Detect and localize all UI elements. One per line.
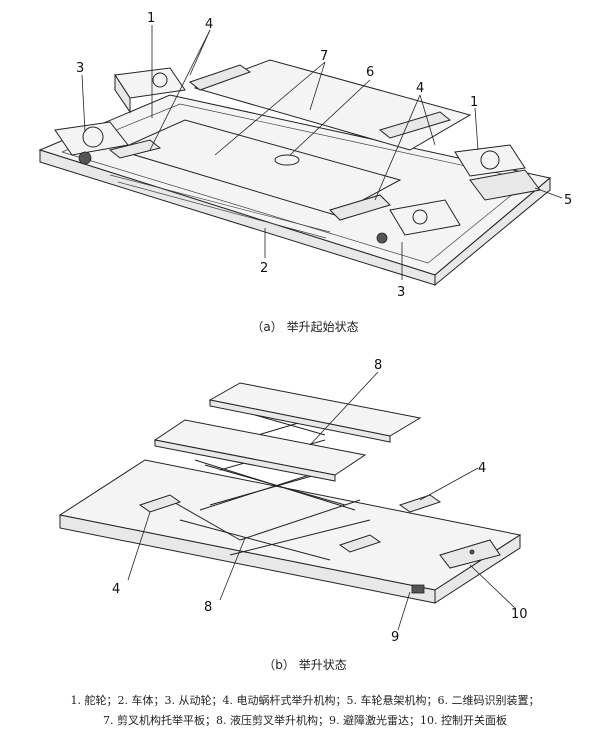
callout-a-3: 3	[76, 61, 84, 76]
chassis-right-side	[434, 176, 551, 287]
callout-a-2: 2	[260, 261, 268, 276]
caster-a	[54, 121, 129, 156]
lifting-plate-left	[116, 119, 402, 216]
callout-b-10: 10	[511, 607, 528, 622]
callout-b-8b: 8	[204, 600, 212, 615]
caster-b	[389, 199, 461, 236]
callout-a-3b: 3	[397, 285, 405, 300]
callout-a-5: 5	[564, 193, 572, 208]
callout-b-4b: 4	[112, 582, 120, 597]
worm-lift-a	[188, 64, 252, 91]
callout-a-1b: 1	[470, 95, 478, 110]
caption-b: （b） 举升状态	[263, 658, 347, 672]
steering-wheel-b	[454, 144, 526, 177]
lidar	[411, 584, 425, 594]
caption-a: （a） 举升起始状态	[251, 320, 359, 334]
callout-a-1: 1	[147, 11, 155, 26]
callout-a-7: 7	[320, 49, 328, 64]
callout-a-4: 4	[205, 17, 213, 32]
control-panel	[439, 539, 501, 569]
legend-line-2: 7. 剪叉机构托举平板；8. 液压剪叉举升机构；9. 避障激光雷达；10. 控制…	[103, 714, 507, 727]
qr-reader	[274, 154, 300, 166]
agv-lowered-drawing: 1 4 3 7 6 4 1 5 2 3	[38, 11, 572, 300]
callout-b-8: 8	[374, 358, 382, 373]
legend-line-1: 1. 舵轮；2. 车体；3. 从动轮；4. 电动蜗杆式举升机构；5. 车轮悬架机…	[70, 694, 540, 707]
callout-b-9: 9	[391, 630, 399, 645]
callout-b-4: 4	[478, 461, 486, 476]
callout-a-6: 6	[366, 65, 374, 80]
scissor-lift	[169, 414, 371, 561]
callout-a-4b: 4	[416, 81, 424, 96]
agv-raised-drawing: 8 4 4 8 9 10	[58, 358, 528, 645]
